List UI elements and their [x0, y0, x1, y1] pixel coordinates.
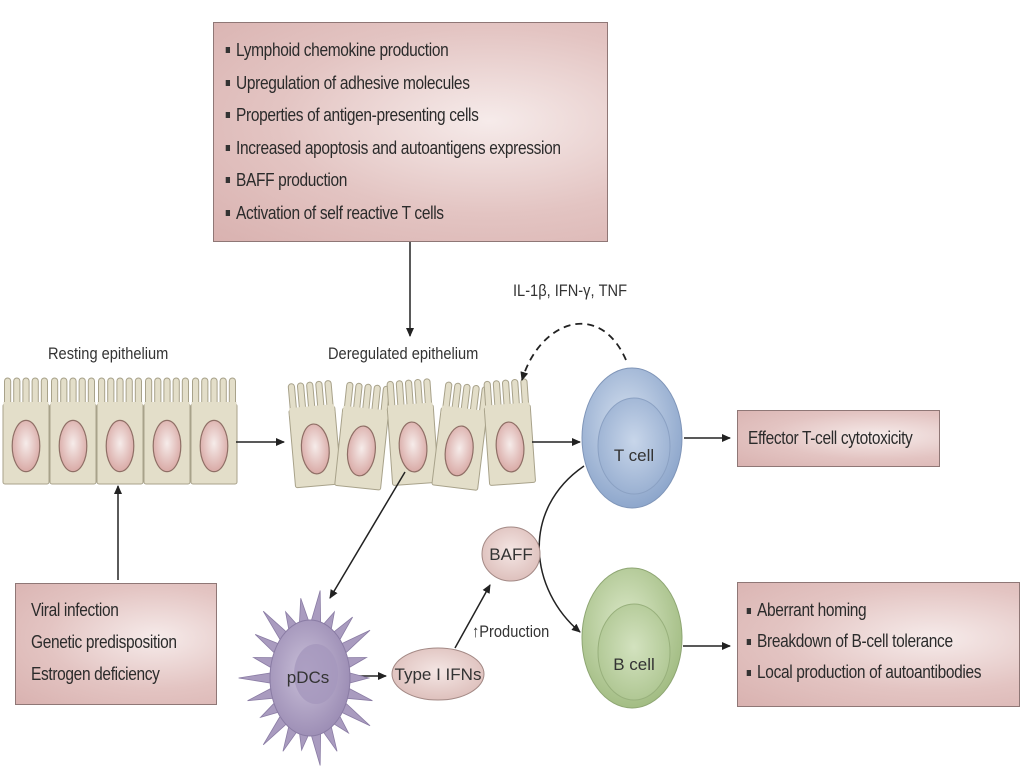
- deregulated-epithelium-label: Deregulated epithelium: [328, 344, 479, 363]
- epithelial-cell: [431, 381, 489, 491]
- trigger-item: Estrogen deficiency: [31, 664, 160, 684]
- epithelial-cell: [287, 380, 342, 489]
- pdc-cell: pDCs: [238, 590, 373, 766]
- baff-oval: BAFF: [481, 526, 541, 582]
- list-item: Activation of self reactive T cells: [224, 197, 553, 230]
- arrow-ifns-to-baff: [454, 584, 491, 649]
- list-item: Upregulation of adhesive molecules: [224, 67, 553, 100]
- deregulated-epithelium: [287, 378, 536, 491]
- baff-label: BAFF: [489, 545, 532, 564]
- resting-epithelium: [2, 377, 238, 485]
- trigger-item: Viral infection: [31, 600, 119, 620]
- resting-epithelium-label: Resting epithelium: [48, 344, 169, 363]
- epithelial-cell: [386, 378, 439, 486]
- pdc-spike: [346, 657, 368, 668]
- t-cell-label: T cell: [614, 446, 654, 465]
- arrow-tcell-to-bcell: [538, 465, 585, 633]
- epithelial-cell: [334, 381, 391, 491]
- list-item: Breakdown of B-cell tolerance: [745, 626, 981, 657]
- top-mechanisms-box: Lymphoid chemokine production Upregulati…: [213, 22, 608, 242]
- type1-ifns-label: Type I IFNs: [395, 665, 482, 684]
- trigger-item: Genetic predisposition: [31, 632, 177, 652]
- pdc-spike: [238, 672, 271, 684]
- pdc-spike: [247, 688, 274, 702]
- list-item: Increased apoptosis and autoantigens exp…: [224, 132, 561, 165]
- effector-text: Effector T-cell cytotoxicity: [748, 428, 913, 449]
- b-cell-label: B cell: [613, 655, 655, 674]
- pdc-spike: [346, 688, 373, 702]
- b-cell-outcomes-box: Aberrant homing Breakdown of B-cell tole…: [737, 582, 1020, 707]
- epithelial-cell: [2, 377, 50, 485]
- cytokines-label: IL-1β, IFN-γ, TNF: [513, 281, 628, 300]
- pdc-label: pDCs: [287, 668, 330, 687]
- t-cell: T cell: [581, 367, 683, 509]
- list-item: BAFF production: [224, 164, 553, 197]
- effector-box: Effector T-cell cytotoxicity: [737, 410, 940, 467]
- production-label: ↑Production: [472, 622, 550, 641]
- epithelial-cell: [143, 377, 191, 485]
- pdc-spike: [310, 590, 322, 625]
- list-item: Properties of antigen-presenting cells: [224, 99, 553, 132]
- list-item: Aberrant homing: [745, 595, 981, 626]
- type1-ifns-oval: Type I IFNs: [391, 647, 485, 701]
- pdc-spike: [310, 731, 322, 766]
- list-item: Lymphoid chemokine production: [224, 34, 553, 67]
- dashed-arrow-cytokines: [520, 322, 627, 381]
- triggers-box: Viral infection Genetic predisposition E…: [15, 583, 217, 705]
- arrow-epithelium-to-pdcs: [329, 471, 406, 599]
- b-cell: B cell: [581, 567, 683, 709]
- pdc-spike: [349, 672, 371, 684]
- epithelial-cell: [49, 377, 97, 485]
- pdc-spike: [252, 657, 274, 668]
- epithelial-cell: [190, 377, 238, 485]
- epithelial-cell: [96, 377, 144, 485]
- epithelial-cell: [483, 378, 536, 486]
- list-item: Local production of autoantibodies: [745, 657, 982, 688]
